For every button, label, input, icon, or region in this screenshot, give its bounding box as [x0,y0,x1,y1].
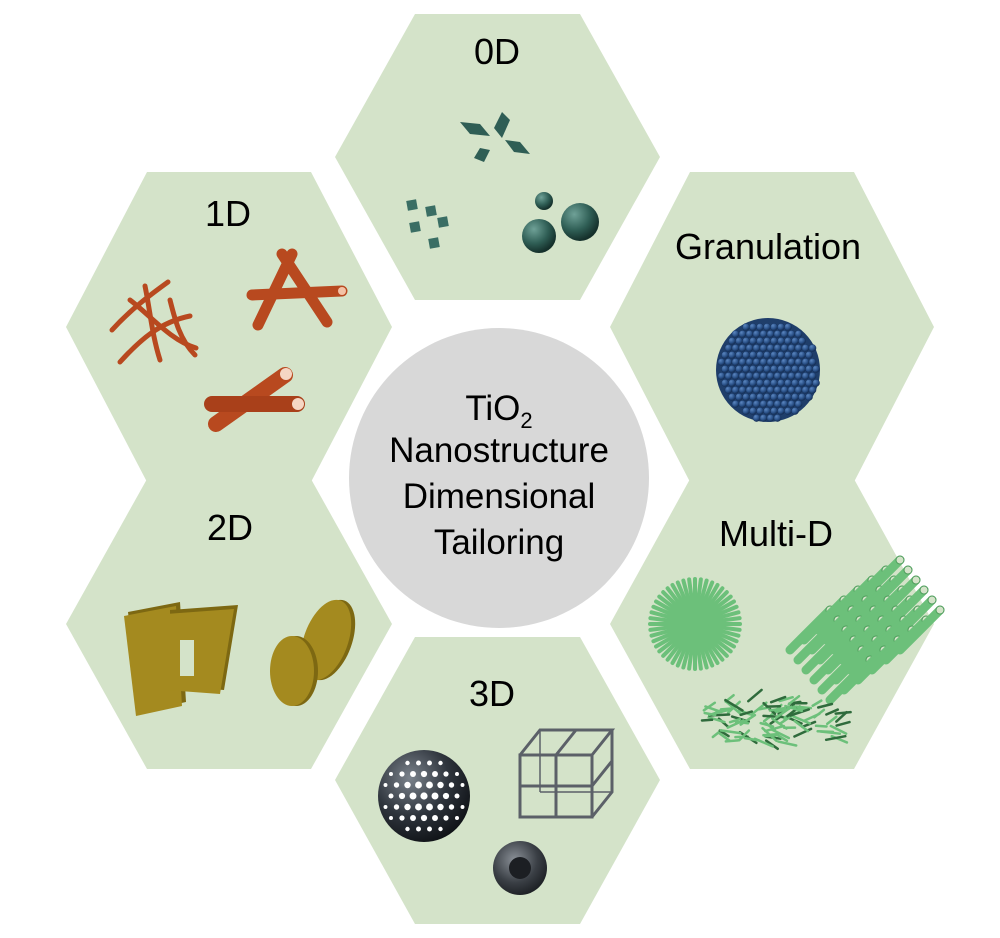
illustration-2d-discs [270,599,356,706]
thick-rod-end-cap-2 [292,398,304,410]
illustration-3d-cage [518,728,616,819]
label-3d: 3D [469,673,515,714]
hexagon-multi-d [610,479,934,769]
illustration-3d-hollow-sphere [493,841,547,895]
center-title-line3: Dimensional [403,477,596,516]
label-granulation: Granulation [675,226,861,267]
illustration-2d-sheets [124,602,238,716]
illustration-0d-spheres [522,192,599,253]
label-multi-d: Multi-D [719,513,833,554]
illustration-multid-tube-array [785,555,945,705]
label-1d: 1D [205,193,251,234]
center-circle [349,328,649,628]
hexagon-3d [335,637,660,924]
rod-end-cap [338,287,346,295]
thick-rod-end-cap-1 [280,368,292,380]
illustration-granule [716,318,820,422]
center-title-line4: Tailoring [434,523,564,562]
illustration-1d-thick-rods [204,367,305,432]
illustration-3d-porous-sphere [378,750,470,842]
center-title-line2: Nanostructure [389,431,609,470]
hexagon-1d [66,172,392,482]
label-2d: 2D [207,507,253,548]
illustration-0d-rhombi [460,112,530,162]
illustration-1d-network [109,279,199,365]
illustration-multid-mesh [700,688,852,751]
illustration-0d-cubes [406,199,449,249]
illustration-multid-urchin [648,577,742,671]
center-title-line1: TiO2 [465,389,532,433]
illustration-1d-crossed-rods [246,248,348,331]
label-0d: 0D [474,31,520,72]
